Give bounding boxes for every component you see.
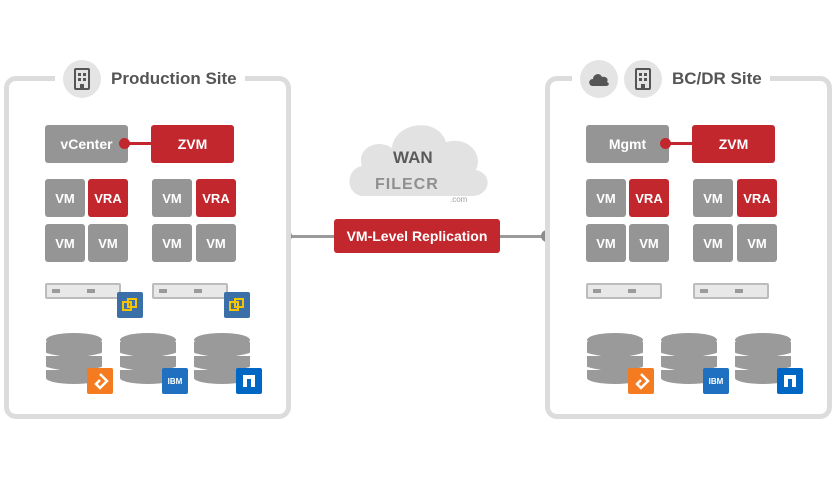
bcdr-zvm-box: ZVM	[692, 125, 775, 163]
cloud-icon	[580, 60, 618, 98]
wan-link-right	[500, 235, 548, 238]
production-host2-vm-2: VM	[152, 224, 192, 262]
vm-level-replication-badge: VM-Level Replication	[334, 219, 500, 253]
production-host2-vra: VRA	[196, 179, 236, 217]
vcenter-zvm-node	[119, 138, 130, 149]
production-host1-vm-1: VM	[45, 179, 85, 217]
wan-label: WAN	[393, 148, 433, 167]
production-host2-vm-3: VM	[196, 224, 236, 262]
pure-storage-logo-icon	[87, 368, 113, 394]
mgmt-zvm-node	[660, 138, 671, 149]
wan-cloud-icon	[349, 125, 488, 196]
production-site-title: Production Site	[111, 69, 237, 88]
bcdr-host2-vm-1: VM	[693, 179, 733, 217]
production-server-1	[45, 283, 121, 299]
production-zvm-box: ZVM	[151, 125, 234, 163]
watermark-text: FILECR	[375, 176, 439, 193]
bcdr-server-1	[586, 283, 662, 299]
production-site-header: Production Site	[55, 59, 245, 99]
pure-storage-logo-icon	[628, 368, 654, 394]
bcdr-host1-vra: VRA	[629, 179, 669, 217]
production-server-2	[152, 283, 228, 299]
netapp-logo-icon	[777, 368, 803, 394]
production-host1-vm-3: VM	[88, 224, 128, 262]
watermark-subtext: .com	[450, 195, 468, 204]
vmware-logo-icon	[224, 292, 250, 318]
vmware-logo-icon	[117, 292, 143, 318]
bcdr-site-header: BC/DR Site	[572, 59, 770, 99]
bcdr-host2-vra: VRA	[737, 179, 777, 217]
ibm-logo-icon: IBM	[703, 368, 729, 394]
netapp-logo-icon	[236, 368, 262, 394]
ibm-logo-icon: IBM	[162, 368, 188, 394]
bcdr-site-title: BC/DR Site	[672, 69, 762, 88]
production-host1-vm-2: VM	[45, 224, 85, 262]
vcenter-box: vCenter	[45, 125, 128, 163]
storage-database-icon	[660, 333, 718, 384]
production-host1-vra: VRA	[88, 179, 128, 217]
mgmt-zvm-link	[665, 142, 693, 145]
building-icon	[63, 60, 101, 98]
production-host2-vm-1: VM	[152, 179, 192, 217]
bcdr-host2-vm-2: VM	[693, 224, 733, 262]
bcdr-host1-vm-1: VM	[586, 179, 626, 217]
bcdr-host1-vm-3: VM	[629, 224, 669, 262]
building-icon	[624, 60, 662, 98]
mgmt-box: Mgmt	[586, 125, 669, 163]
vcenter-zvm-link	[124, 142, 152, 145]
wan-link-left	[286, 235, 336, 238]
bcdr-host2-vm-3: VM	[737, 224, 777, 262]
bcdr-server-2	[693, 283, 769, 299]
bcdr-host1-vm-2: VM	[586, 224, 626, 262]
